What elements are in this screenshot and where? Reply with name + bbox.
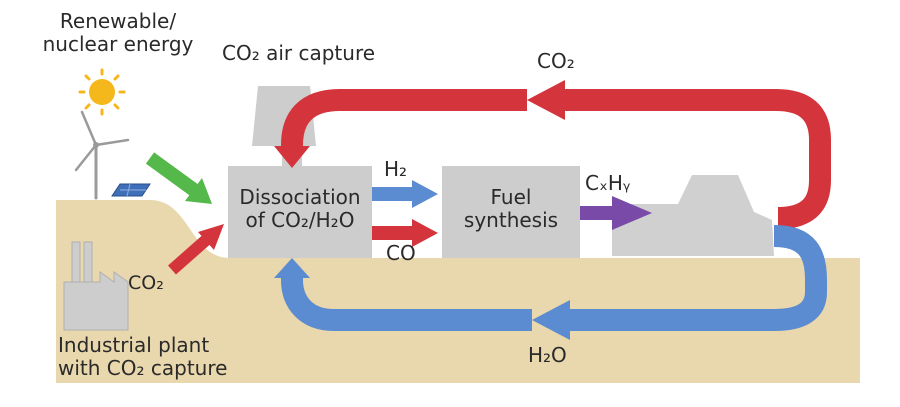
- dissociation-box: [228, 166, 372, 258]
- air-capture-label: CO₂ air capture: [222, 41, 376, 65]
- co2-return-loop: [281, 89, 831, 229]
- fuel-synthesis-label-line1: Fuel: [490, 185, 532, 209]
- h2-arrow: [372, 180, 438, 208]
- co2-loop-arrowhead-top: [527, 80, 565, 120]
- ground: [56, 200, 860, 383]
- factory-icon: [63, 241, 129, 331]
- plant-label-line2: with CO₂ capture: [58, 356, 228, 380]
- plant-label: Industrial plant with CO₂ capture: [58, 334, 227, 380]
- dissociation-label: Dissociation of CO₂/H₂O: [228, 186, 372, 232]
- fuel-synthesis-box: [442, 166, 580, 258]
- dissociation-label-line1: Dissociation: [239, 185, 361, 209]
- co-arrow: [372, 219, 438, 247]
- energy-label: Renewable/ nuclear energy: [28, 10, 208, 56]
- fuel-synthesis-label-line2: synthesis: [463, 208, 559, 232]
- co2-top-label: CO₂: [537, 49, 575, 73]
- h2o-loop-arrowhead-bottom: [532, 300, 570, 340]
- cxhy-arrow: [580, 196, 652, 230]
- h2o-loop-arrowhead-up: [274, 258, 310, 278]
- wind-turbine-icon: [74, 110, 130, 200]
- cxhy-label: CₓHᵧ: [585, 171, 631, 195]
- energy-arrow: [145, 152, 212, 204]
- h2-label: H₂: [384, 157, 408, 181]
- energy-label-line2: nuclear energy: [42, 32, 194, 56]
- energy-label-line1: Renewable/: [59, 9, 177, 33]
- h2o-return-loop: [281, 225, 827, 331]
- dissociation-label-line2: of CO₂/H₂O: [245, 208, 355, 232]
- plant-co2-arrow: [168, 224, 224, 275]
- sun-icon: [78, 68, 126, 116]
- co2-loop-arrowhead-down: [274, 146, 310, 168]
- car-icon: [612, 175, 774, 256]
- co-label: CO: [386, 241, 416, 265]
- plant-co2-label: CO₂: [128, 272, 164, 294]
- h2o-bottom-label: H₂O: [528, 343, 567, 367]
- fuel-synthesis-label: Fuel synthesis: [442, 186, 580, 232]
- solar-panel-icon: [111, 183, 151, 197]
- plant-label-line1: Industrial plant: [58, 333, 210, 357]
